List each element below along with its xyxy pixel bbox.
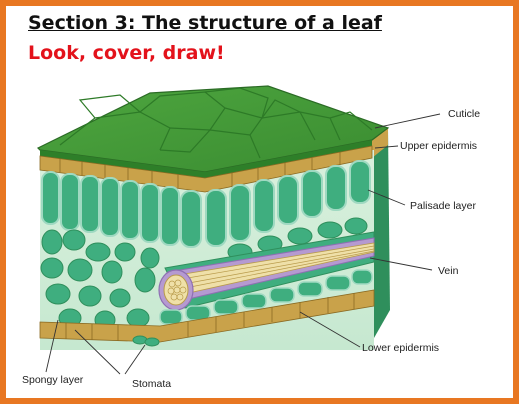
label-upper-epidermis: Upper epidermis bbox=[400, 140, 477, 152]
leaf-side-face bbox=[372, 128, 390, 338]
label-palisade-layer: Palisade layer bbox=[410, 200, 476, 212]
label-stomata: Stomata bbox=[132, 378, 171, 390]
label-lower-epidermis: Lower epidermis bbox=[362, 342, 439, 354]
label-vein: Vein bbox=[438, 265, 459, 277]
label-spongy-layer: Spongy layer bbox=[22, 374, 84, 386]
label-cuticle: Cuticle bbox=[448, 108, 480, 120]
